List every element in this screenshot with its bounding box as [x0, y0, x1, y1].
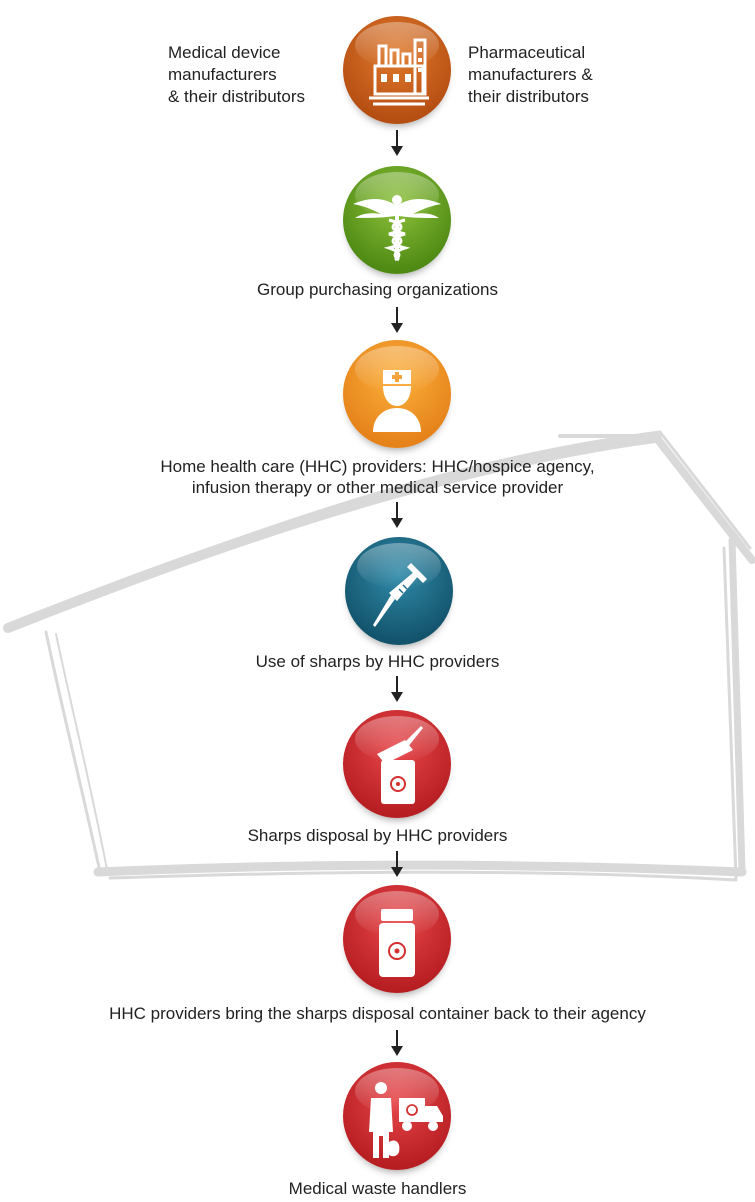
syringe-icon — [373, 563, 427, 627]
arrow-down-icon — [391, 130, 403, 156]
bring-back-circle — [343, 885, 451, 993]
factory-icon — [369, 38, 429, 106]
waste-handlers-circle — [343, 1062, 451, 1170]
arrow-down-icon — [391, 851, 403, 877]
manufacturers-circle — [343, 16, 451, 124]
hhc-providers-label-line2: infusion therapy or other medical servic… — [191, 478, 564, 497]
arrow-down-icon — [391, 676, 403, 702]
arrow-down-icon — [391, 502, 403, 528]
nurse-icon — [373, 370, 421, 432]
waste-handler-truck-icon — [369, 1082, 443, 1158]
pharmaceutical-manufacturers-label: Pharmaceutical manufacturers & their dis… — [468, 43, 593, 106]
hhc-providers-label-line1: Home health care (HHC) providers: HHC/ho… — [160, 457, 595, 476]
use-sharps-label: Use of sharps by HHC providers — [255, 652, 500, 671]
sharps-disposal-circle — [343, 710, 451, 818]
sharps-disposal-label: Sharps disposal by HHC providers — [247, 826, 508, 845]
waste-handlers-label: Medical waste handlers — [288, 1179, 467, 1198]
gpo-label: Group purchasing organizations — [257, 280, 498, 299]
gpo-circle — [343, 166, 451, 274]
sharps-container-icon — [379, 909, 415, 977]
bring-back-label: HHC providers bring the sharps disposal … — [109, 1004, 646, 1023]
arrow-down-icon — [391, 307, 403, 333]
medical-device-manufacturers-label: Medical device manufacturers & their dis… — [168, 43, 305, 106]
arrow-down-icon — [391, 1030, 403, 1056]
caduceus-icon — [353, 195, 441, 262]
hhc-providers-circle — [343, 340, 451, 448]
use-sharps-circle — [345, 537, 453, 645]
sharps-container-syringe-icon — [377, 726, 423, 804]
